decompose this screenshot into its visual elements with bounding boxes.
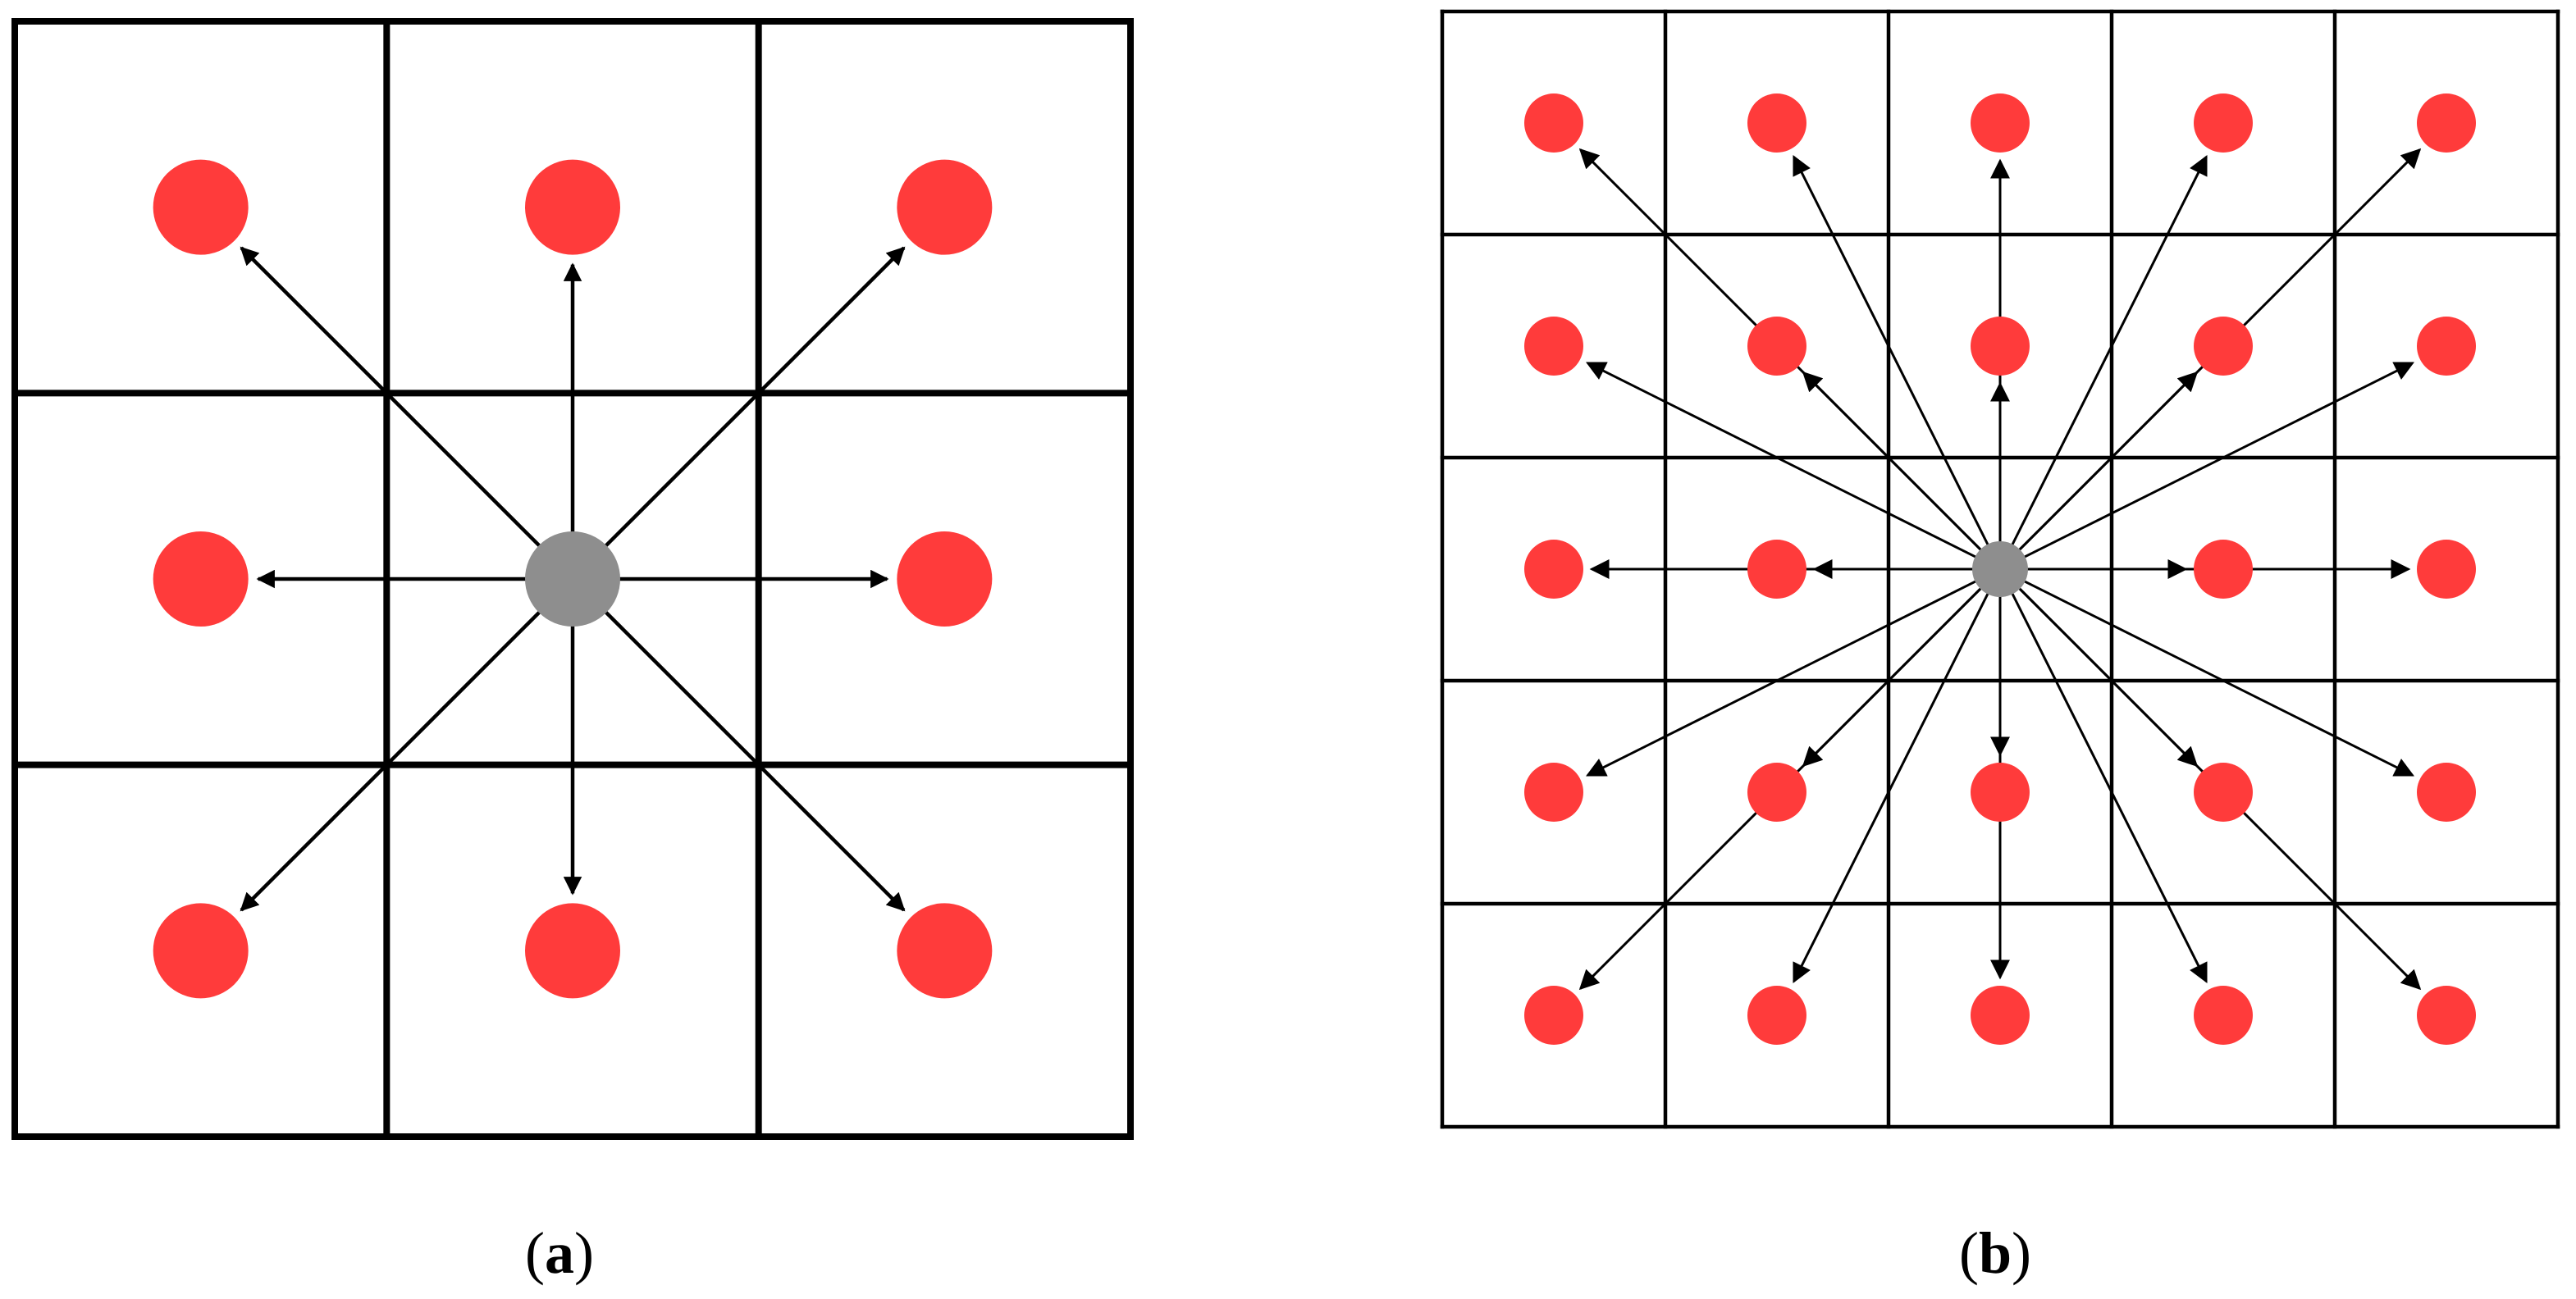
neighbor-arrow	[2016, 371, 2199, 553]
neighbor-node	[1524, 93, 1583, 153]
neighbor-node	[897, 531, 993, 627]
neighbor-node	[2417, 93, 2476, 153]
neighbor-node	[1747, 540, 1806, 599]
neighbor-node	[1747, 986, 1806, 1045]
neighbor-node	[1971, 986, 2030, 1045]
neighbor-node	[2417, 763, 2476, 822]
panel-b-5x5-neighborhood	[1440, 9, 2560, 1129]
caption-a: (a)	[525, 1224, 594, 1283]
neighbor-arrow	[2021, 362, 2415, 559]
neighbor-arrow	[2010, 590, 2208, 984]
neighbor-node	[1747, 763, 1806, 822]
neighbor-node	[2417, 317, 2476, 376]
neighbor-node	[525, 159, 620, 255]
caption-a-letter: a	[544, 1220, 574, 1286]
neighbor-arrow	[2021, 579, 2415, 777]
neighbor-node	[153, 531, 249, 627]
neighbor-arrow	[240, 608, 544, 912]
neighbor-arrow	[601, 246, 906, 550]
neighbor-node	[1524, 763, 1583, 822]
neighbor-node	[153, 159, 249, 255]
neighbor-arrow	[2010, 154, 2208, 548]
neighbor-node	[1971, 763, 2030, 822]
neighbor-arrow	[601, 608, 906, 912]
neighbor-node	[2194, 540, 2253, 599]
neighbor-node	[1524, 986, 1583, 1045]
neighbor-arrow	[1793, 590, 1990, 984]
neighbor-node	[1747, 317, 1806, 376]
caption-b-letter: b	[1978, 1220, 2012, 1286]
neighbor-arrow	[1585, 362, 1979, 559]
neighbor-arrow	[1585, 579, 1979, 777]
neighbor-node	[2194, 986, 2253, 1045]
panel-a-3x3-neighborhood	[11, 18, 1134, 1140]
neighbor-node	[2194, 93, 2253, 153]
neighbor-arrow	[1793, 154, 1990, 548]
neighbor-node	[1971, 93, 2030, 153]
neighbor-node	[2417, 540, 2476, 599]
center-node	[1972, 541, 2028, 597]
neighbor-node	[525, 903, 620, 999]
neighbor-arrow	[1802, 371, 1984, 553]
neighbor-node	[1747, 93, 1806, 153]
caption-b: (b)	[1959, 1224, 2031, 1283]
neighbor-node	[2194, 763, 2253, 822]
caption-b-open-paren: (	[1959, 1220, 1979, 1286]
neighbor-node	[1524, 317, 1583, 376]
neighbor-node	[1971, 317, 2030, 376]
neighbor-node	[153, 903, 249, 999]
caption-a-open-paren: (	[525, 1220, 545, 1286]
neighbor-node	[897, 159, 993, 255]
neighbor-node	[2417, 986, 2476, 1045]
caption-a-close-paren: )	[573, 1220, 594, 1286]
neighbor-node	[1524, 540, 1583, 599]
neighbor-node	[2194, 317, 2253, 376]
caption-b-close-paren: )	[2012, 1220, 2032, 1286]
center-node	[525, 531, 620, 627]
neighbor-arrow	[240, 246, 544, 550]
neighbor-node	[897, 903, 993, 999]
